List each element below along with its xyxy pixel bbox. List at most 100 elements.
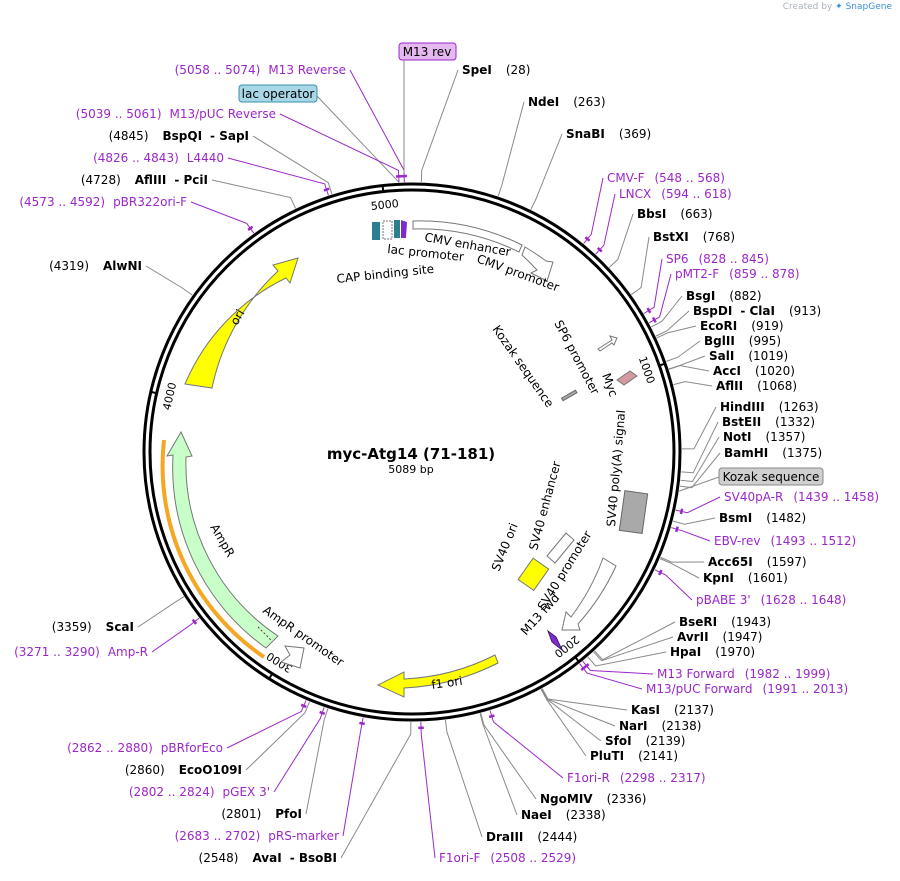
f1ori-f-name: F1ori-F bbox=[439, 851, 480, 865]
map-label: SV40pA-R (1439 .. 1458) bbox=[724, 490, 879, 504]
leader-line bbox=[595, 193, 616, 255]
primer-binding-mark bbox=[674, 526, 679, 533]
leader-line bbox=[420, 69, 459, 183]
primer-binding-mark bbox=[488, 714, 495, 719]
myc-label: Myc bbox=[599, 371, 620, 398]
primer-binding-mark bbox=[584, 236, 591, 242]
leader-line bbox=[316, 95, 400, 183]
amp-r-position: (3271 .. 3290) bbox=[14, 645, 100, 659]
sfoi-position: (2139) bbox=[646, 734, 686, 748]
leader-line bbox=[593, 636, 674, 662]
bseri-name: BseRI bbox=[679, 615, 717, 629]
map-label: (4845)BspQI- SapI bbox=[109, 129, 249, 143]
map-label: (4319) AlwNI bbox=[49, 259, 142, 273]
ampr-promoter-feature bbox=[279, 645, 305, 669]
map-label: M13 Forward(1982 .. 1999) bbox=[657, 667, 830, 681]
m13-puc-reverse-position: (5039 .. 5061) bbox=[76, 107, 162, 121]
kasi-position: (2137) bbox=[674, 703, 714, 717]
leader-line bbox=[680, 436, 720, 482]
sv40-enhancer-feature bbox=[546, 532, 575, 564]
scai-name: ScaI bbox=[106, 620, 134, 634]
bbsi-position: (663) bbox=[680, 207, 712, 221]
leader-line bbox=[190, 201, 255, 234]
amp-r-name: Amp-R bbox=[108, 645, 148, 659]
sv40-enhancer-label: SV40 enhancer bbox=[526, 460, 563, 552]
pbr322ori-f-position: (4573 .. 4592) bbox=[19, 195, 105, 209]
draiii-position: (2444) bbox=[537, 830, 577, 844]
f1-ori-label: f1 ori bbox=[430, 674, 463, 692]
map-label: NaeI(2338) bbox=[521, 808, 606, 822]
map-label: pBABE 3'(1628 .. 1648) bbox=[696, 593, 846, 607]
map-label: BseRI(1943) bbox=[679, 615, 771, 629]
map-label: (4826 .. 4843)L4440 bbox=[93, 151, 224, 165]
bglii-name: BglII bbox=[704, 334, 735, 348]
map-label: (2802 .. 2824)pGEX 3' bbox=[129, 785, 270, 799]
map-label: (4573 .. 4592)pBR322ori-F bbox=[19, 195, 187, 209]
m13-rev-box bbox=[398, 42, 457, 61]
leader-line bbox=[678, 476, 720, 492]
leader-line bbox=[530, 133, 563, 210]
primer-binding-mark bbox=[191, 618, 198, 625]
m13-puc-forward-name: M13/pUC Forward bbox=[646, 682, 753, 696]
leader-line bbox=[444, 719, 483, 838]
map-label: (2862 .. 2880)pBRforEco bbox=[67, 741, 223, 755]
bspdi-position: (913) bbox=[789, 304, 821, 318]
primer-binding-mark bbox=[646, 307, 652, 314]
kozak-sequence-box bbox=[718, 467, 824, 486]
backbone-inner bbox=[148, 188, 676, 716]
leader-line bbox=[672, 517, 716, 525]
tick-mark bbox=[659, 362, 667, 367]
scai-position: (3359) bbox=[52, 620, 92, 634]
leader-line bbox=[480, 712, 537, 800]
alwni-name: AlwNI bbox=[103, 259, 142, 273]
sali-position: (1019) bbox=[748, 349, 788, 363]
map-label: (3359) ScaI bbox=[52, 620, 134, 634]
ampr-promoter-overlap bbox=[257, 626, 273, 642]
snabi-name: SnaBI bbox=[566, 127, 605, 141]
naei-position: (2338) bbox=[566, 808, 606, 822]
cmv-enhancer-feature bbox=[412, 220, 523, 253]
sp6-promoter-label: SP6 promoter bbox=[551, 318, 602, 397]
bsmi-position: (1482) bbox=[766, 511, 806, 525]
sv40pa-r-position: (1439 .. 1458) bbox=[793, 490, 879, 504]
avrii-name: AvrII bbox=[677, 630, 709, 644]
prs-marker-position: (2683 .. 2702) bbox=[175, 829, 261, 843]
avai-position: (2548) bbox=[199, 851, 239, 865]
map-label: BbsI (663) bbox=[637, 207, 713, 221]
ecori-name: EcoRI bbox=[700, 319, 737, 333]
leader-line bbox=[681, 421, 719, 474]
lac-promoter-feature bbox=[382, 220, 393, 240]
primer-binding-mark bbox=[300, 703, 307, 709]
bsteii-name: BstEII bbox=[722, 415, 761, 429]
leader-line bbox=[579, 663, 643, 690]
m13-rev-top-label: M13 rev bbox=[403, 45, 452, 59]
tick-mark bbox=[149, 390, 157, 395]
bbsi-name: BbsI bbox=[637, 207, 666, 221]
map-label: (2548)AvaI- BsoBI bbox=[199, 851, 337, 865]
map-label: NdeI(263) bbox=[528, 95, 606, 109]
bsgi-position: (882) bbox=[729, 289, 761, 303]
leader-line bbox=[489, 710, 564, 779]
avai-name: AvaI bbox=[252, 851, 281, 865]
sv40-ori-feature bbox=[517, 557, 550, 592]
prs-marker-name: pRS-marker bbox=[268, 829, 339, 843]
alwni-position: (4319) bbox=[49, 259, 89, 273]
cmv-f-position: (548 .. 568) bbox=[654, 171, 724, 185]
leader-line bbox=[420, 721, 436, 859]
leader-line bbox=[583, 177, 604, 244]
sv40pa-r-name: SV40pA-R bbox=[724, 490, 783, 504]
leader-line bbox=[305, 708, 329, 815]
primer-binding-mark bbox=[658, 569, 663, 576]
f1ori-f-position: (2508 .. 2529) bbox=[490, 851, 576, 865]
pluti-position: (2141) bbox=[638, 749, 678, 763]
bspqi-separator: - SapI bbox=[210, 129, 249, 143]
bsmi-name: BsmI bbox=[719, 511, 752, 525]
map-label: BglII(995) bbox=[704, 334, 781, 348]
map-label: (5058 .. 5074)M13 Reverse bbox=[175, 63, 346, 77]
map-label: KpnI(1601) bbox=[703, 571, 788, 585]
primer-binding-mark bbox=[679, 508, 684, 515]
lncx-name: LNCX bbox=[619, 187, 651, 201]
acc65i-name: Acc65I bbox=[708, 555, 753, 569]
bsteii-position: (1332) bbox=[775, 415, 815, 429]
map-label: (5039 .. 5061)M13/pUC Reverse bbox=[76, 107, 276, 121]
